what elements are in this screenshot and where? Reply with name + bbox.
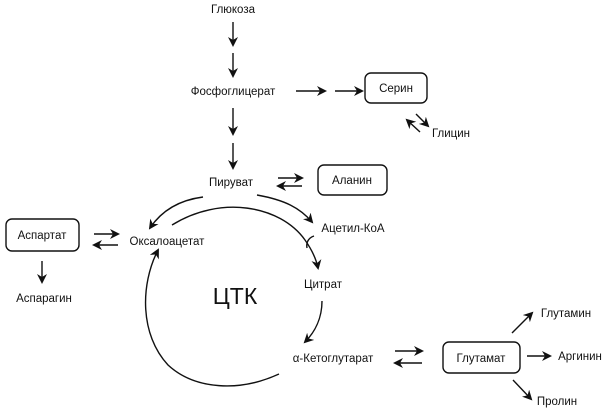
edge-aspartate-oxaloacetate	[92, 229, 120, 250]
node-glycine: Глицин	[432, 128, 470, 140]
node-pyruvate: Пируват	[209, 177, 254, 189]
node-serine: Серин	[379, 83, 413, 95]
node-oxaloacetate: Оксалоацетат	[130, 236, 206, 248]
aspartate-box	[5, 218, 80, 252]
node-arginine: Аргинин	[558, 351, 602, 363]
edge-oxaloacetate-citrate	[171, 206, 322, 270]
edge-citrate-akg	[303, 300, 323, 344]
edge-akg-oxaloacetate	[144, 248, 280, 387]
node-akg: α-Кетоглутарат	[293, 353, 374, 365]
node-glutamine: Глутамин	[541, 308, 591, 320]
edge-pyruvate-oxaloacetate	[148, 196, 204, 230]
node-acetyl-coa: Ацетил-КоА	[321, 223, 384, 235]
node-phosphoglycerate: Фосфоглицерат	[191, 86, 276, 98]
edge-glutamate-glutamine	[511, 311, 534, 334]
node-proline: Пролин	[537, 396, 577, 408]
node-aspartate: Аспартат	[18, 230, 67, 242]
edge-pyruvate-acetyl-coa	[256, 194, 314, 224]
node-alanine: Аланин	[332, 175, 372, 187]
edge-pyruvate-alanine	[276, 173, 304, 191]
edge-glutamate-proline	[512, 379, 533, 401]
glutamate-box	[442, 341, 521, 374]
node-glucose: Глюкоза	[211, 4, 256, 16]
node-citrate: Цитрат	[304, 279, 343, 291]
alanine-box	[317, 164, 388, 196]
edge-serine-glycine	[405, 113, 430, 133]
edge-akg-glutamate	[393, 346, 424, 368]
node-glutamate: Глутамат	[457, 353, 507, 365]
tca-cycle-label: ЦТК	[213, 283, 258, 309]
node-asparagine: Аспарагин	[16, 293, 72, 305]
edge-acetyl-coa-join	[306, 235, 315, 249]
serine-box	[364, 72, 428, 104]
